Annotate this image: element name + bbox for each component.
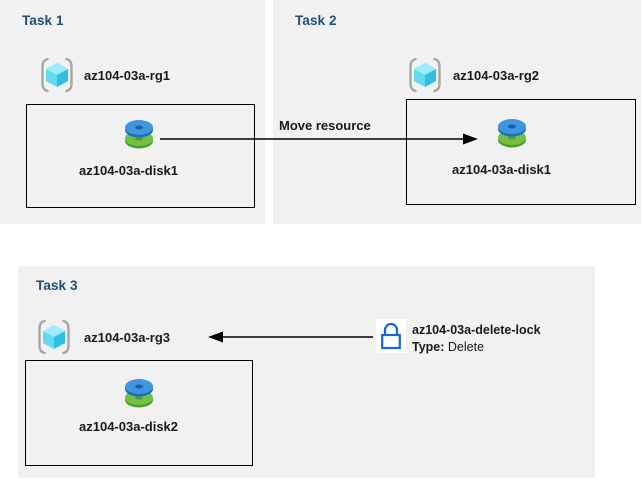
lock-type-key: Type: xyxy=(412,340,445,354)
resource-group-icon xyxy=(35,318,73,356)
task-2-title: Task 2 xyxy=(295,13,337,28)
resource-label: az104-03a-disk1 xyxy=(79,163,179,178)
task-1-resource-box xyxy=(26,104,255,208)
task-1-title: Task 1 xyxy=(22,13,64,28)
resource-group-label: az104-03a-rg1 xyxy=(84,68,170,83)
task-3-title: Task 3 xyxy=(36,278,78,293)
task-2-panel xyxy=(273,0,641,224)
resource-label: az104-03a-disk2 xyxy=(79,419,179,434)
lock-type-value: Delete xyxy=(447,340,485,354)
resource-group-icon xyxy=(38,56,76,94)
lock-icon xyxy=(376,319,406,353)
lock-type-label: Type: Delete xyxy=(412,340,484,354)
lock-connector xyxy=(208,326,373,348)
managed-disk-icon xyxy=(492,113,532,155)
resource-group-label: az104-03a-rg3 xyxy=(84,330,170,345)
move-resource-label: Move resource xyxy=(279,118,371,133)
task-1-panel xyxy=(0,0,265,224)
managed-disk-icon xyxy=(119,114,159,156)
lock-name-label: az104-03a-delete-lock xyxy=(412,323,541,337)
resource-label: az104-03a-disk1 xyxy=(452,162,552,177)
resource-group-icon xyxy=(406,56,444,94)
move-resource-connector xyxy=(160,128,480,150)
task-3-panel xyxy=(18,266,595,478)
task-3-resource-box xyxy=(25,360,253,466)
task-2-resource-box xyxy=(406,99,636,205)
managed-disk-icon xyxy=(119,373,159,415)
resource-group-label: az104-03a-rg2 xyxy=(453,68,539,83)
